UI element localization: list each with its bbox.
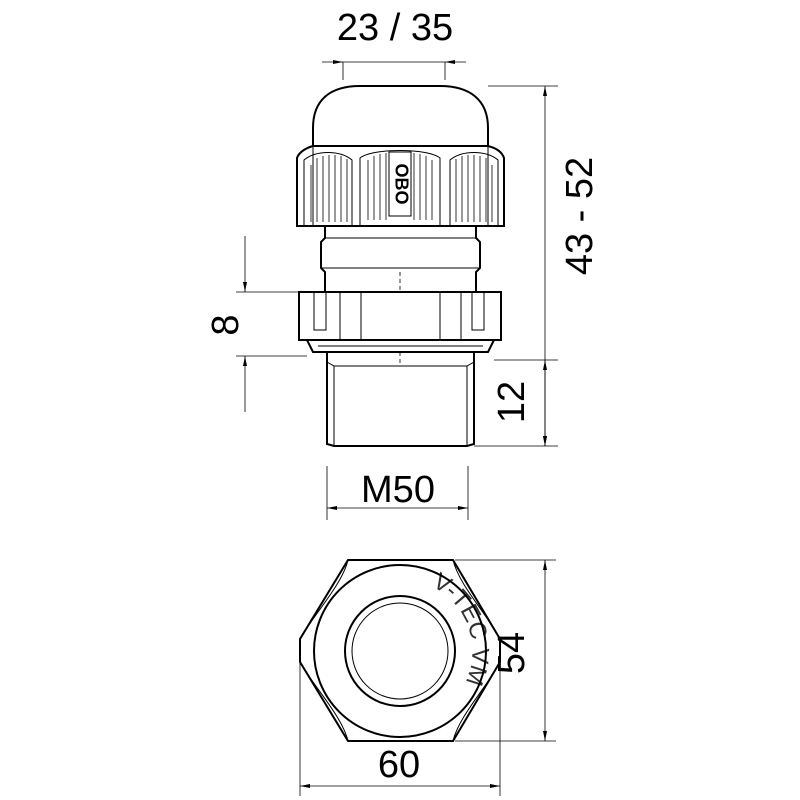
dim-top-width-label: 23 / 35	[337, 7, 453, 49]
side-view: OBO	[296, 85, 505, 447]
dim-top-width: 23 / 35	[322, 7, 466, 80]
clamping-nut: OBO	[296, 145, 505, 227]
seal-ring-outer	[344, 595, 456, 707]
neck	[320, 226, 481, 292]
obo-logo-text: OBO	[391, 163, 411, 204]
flange-seal	[306, 339, 495, 353]
dim-hex-height-label: 54	[491, 632, 533, 674]
top-view: V-TEC VM	[299, 559, 501, 742]
body-circle	[313, 564, 487, 738]
dim-hex-width: 60	[299, 662, 501, 796]
dim-thread-length-label: 12	[491, 381, 533, 423]
dim-hex-height: 54	[455, 559, 556, 742]
product-line-text: V-TEC VM	[428, 568, 493, 689]
dim-hex-width-label: 60	[378, 744, 420, 786]
obo-logo: OBO	[388, 151, 412, 217]
dim-total-height-label: 43 - 52	[559, 157, 601, 275]
dim-nut-height-label: 8	[205, 314, 247, 335]
seal-ring-inner	[351, 602, 449, 700]
dim-nut-height: 8	[205, 236, 307, 412]
dim-thread-size-label: M50	[361, 469, 435, 511]
dim-thread-size: M50	[326, 466, 469, 520]
product-line-label: V-TEC VM	[428, 568, 493, 689]
dome-cap	[312, 85, 489, 146]
dim-total-height: 43 - 52	[474, 85, 601, 447]
thread	[326, 352, 475, 447]
hex-chamfer	[299, 559, 501, 742]
dim-thread-length: 12	[491, 359, 558, 446]
hex-body-side	[298, 291, 502, 341]
